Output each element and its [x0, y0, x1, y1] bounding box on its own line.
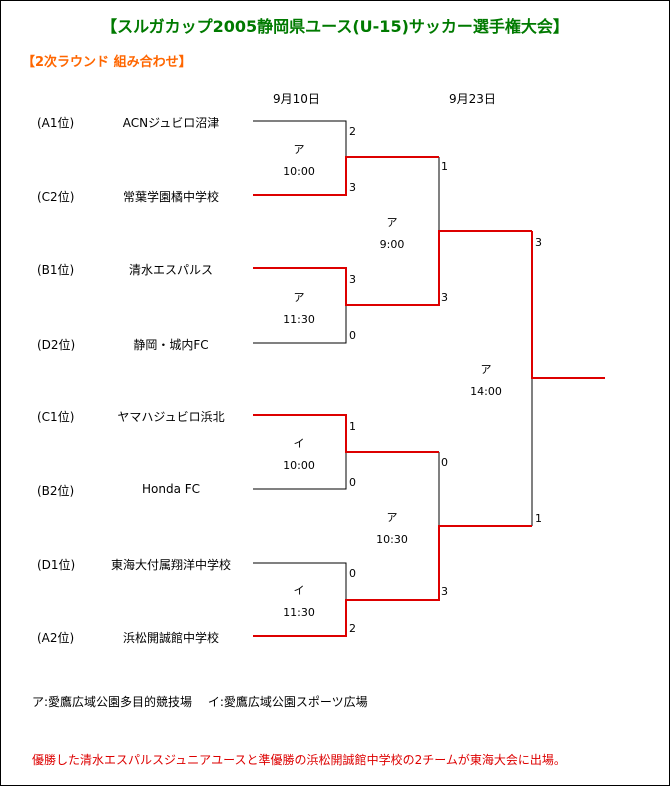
- team-name: ACNジュビロ沼津: [122, 116, 220, 130]
- match-score: 1: [535, 512, 542, 525]
- match-info: イ 11:30: [283, 580, 315, 624]
- match-score: 3: [535, 236, 542, 249]
- match-time: 9:00: [379, 238, 405, 251]
- match-time: 11:30: [283, 606, 315, 619]
- team-name: Honda FC: [141, 482, 201, 496]
- team-seed: (C2位): [37, 190, 75, 204]
- match-time: 10:00: [283, 459, 315, 472]
- team-seed: (B2位): [37, 484, 75, 498]
- match-venue: ア: [386, 216, 398, 229]
- match-info: ア 11:30: [283, 287, 315, 331]
- match-score: 3: [349, 181, 356, 194]
- match-score: 3: [441, 291, 448, 304]
- match-score: 1: [441, 160, 448, 173]
- team-name: 清水エスパルス: [128, 263, 214, 277]
- match-venue: イ: [293, 437, 305, 450]
- match-info: ア 9:00: [380, 212, 405, 256]
- match-info: イ 10:00: [283, 433, 315, 477]
- winner-line: [253, 156, 439, 196]
- match-score: 2: [349, 125, 356, 138]
- match-venue: ア: [480, 363, 492, 376]
- bracket-line: [253, 452, 347, 490]
- match-time: 14:00: [470, 385, 502, 398]
- match-info: ア 14:00: [470, 359, 502, 403]
- team-name: 浜松開誠館中学校: [122, 631, 220, 645]
- winner-line: [253, 525, 532, 637]
- match-score: 0: [349, 567, 356, 580]
- match-time: 10:30: [376, 533, 408, 546]
- venue-legend: ア:愛鷹広域公園多目的競技場 イ:愛鷹広域公園スポーツ広場: [32, 695, 368, 709]
- page-title: 【スルガカップ2005静岡県ユース(U-15)サッカー選手権大会】: [101, 17, 569, 36]
- team-seed: (B1位): [37, 263, 75, 277]
- date-round2: 9月23日: [449, 92, 496, 106]
- team-seed: (D2位): [37, 338, 76, 352]
- team-name: 常葉学園橘中学校: [122, 190, 220, 204]
- match-score: 1: [349, 420, 356, 433]
- match-info: ア 10:30: [376, 507, 408, 551]
- match-score: 0: [349, 476, 356, 489]
- match-score: 0: [441, 456, 448, 469]
- match-venue: ア: [293, 143, 305, 156]
- team-seed: (A2位): [37, 631, 75, 645]
- match-info: ア 10:00: [283, 139, 315, 183]
- match-score: 0: [349, 329, 356, 342]
- match-time: 11:30: [283, 313, 315, 326]
- winner-line: [253, 414, 439, 453]
- match-score: 3: [349, 273, 356, 286]
- team-name: ヤマハジュビロ浜北: [117, 410, 225, 424]
- winner-line: [253, 230, 532, 306]
- team-seed: (D1位): [37, 558, 76, 572]
- bracket-line: [253, 305, 347, 344]
- team-seed: (C1位): [37, 410, 75, 424]
- match-score: 2: [349, 622, 356, 635]
- team-name: 静岡・城内FC: [133, 338, 209, 352]
- bracket-line: [253, 120, 347, 157]
- match-venue: イ: [293, 584, 305, 597]
- team-name: 東海大付属翔洋中学校: [110, 558, 232, 572]
- match-venue: ア: [293, 291, 305, 304]
- date-round1: 9月10日: [273, 92, 320, 106]
- match-score: 3: [441, 585, 448, 598]
- section-subtitle: 【2次ラウンド 組み合わせ】: [22, 55, 192, 70]
- bracket-line: [253, 562, 347, 600]
- team-seed: (A1位): [37, 116, 75, 130]
- winner-line: [531, 231, 605, 379]
- result-note: 優勝した清水エスパルスジュニアユースと準優勝の浜松開誠館中学校の2チームが東海大…: [32, 753, 566, 767]
- match-time: 10:00: [283, 165, 315, 178]
- match-venue: ア: [386, 511, 398, 524]
